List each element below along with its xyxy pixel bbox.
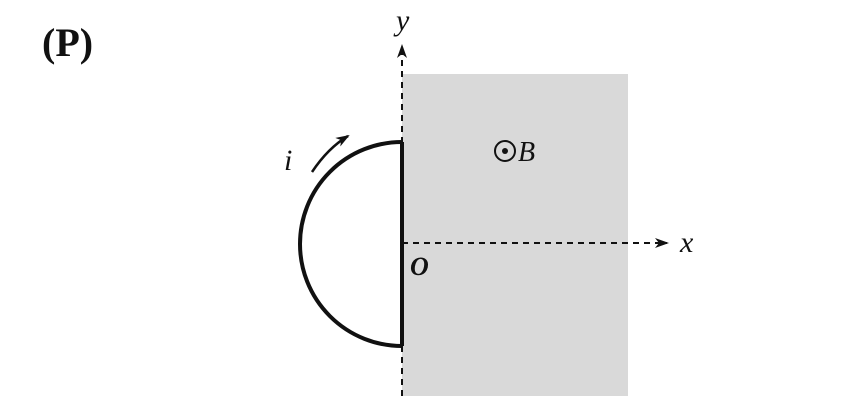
- magnetic-field-region: [402, 74, 628, 396]
- out-of-page-dot-icon: [494, 140, 516, 162]
- current-label: i: [284, 144, 292, 177]
- semicircular-loop: [298, 140, 403, 348]
- origin-label: O: [410, 252, 429, 281]
- x-axis-label: x: [679, 226, 694, 259]
- panel-label: (P): [42, 20, 93, 65]
- field-label: B: [518, 137, 535, 168]
- current-direction-arrow: [310, 134, 350, 173]
- y-axis-label: y: [393, 4, 410, 37]
